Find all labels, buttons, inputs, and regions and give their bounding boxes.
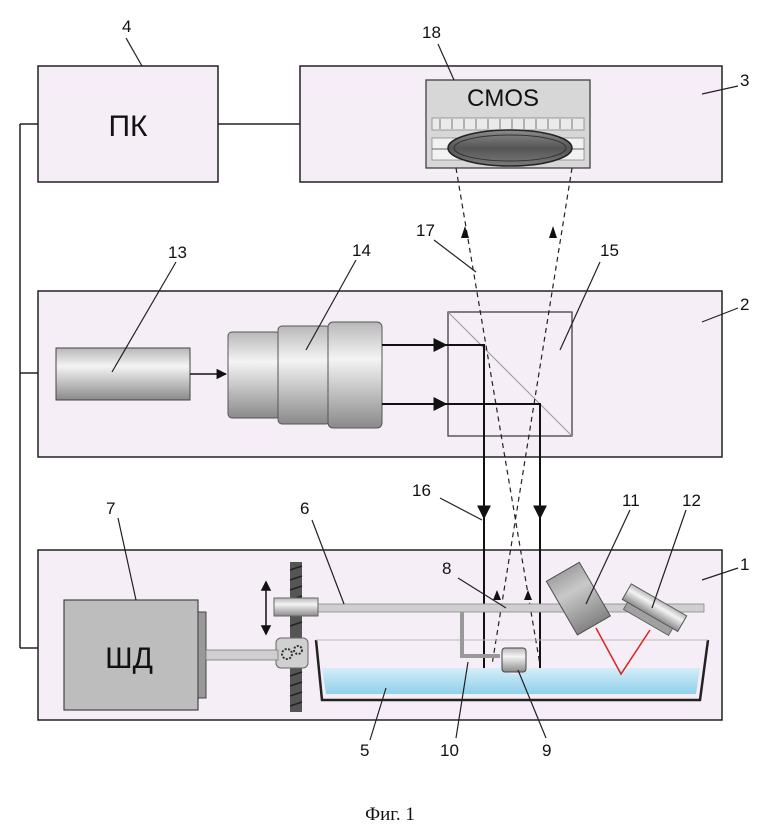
ref-9: 9 — [542, 741, 551, 760]
cmos-label: CMOS — [467, 85, 539, 112]
motor-shaft — [206, 650, 278, 660]
ref-6: 6 — [300, 499, 309, 518]
motor-label: ШД — [105, 642, 153, 675]
beam-splitter — [448, 312, 572, 436]
ref-8: 8 — [442, 559, 451, 578]
ref-10: 10 — [440, 741, 459, 760]
ref-1: 1 — [740, 555, 749, 574]
ref-17: 17 — [416, 221, 435, 240]
lead-screw — [290, 562, 302, 712]
ref-7: 7 — [106, 499, 115, 518]
sample — [502, 648, 526, 672]
ref-3: 3 — [740, 71, 749, 90]
ref-12: 12 — [682, 491, 701, 510]
ref-15: 15 — [600, 241, 619, 260]
pc-label: ПК — [108, 110, 148, 143]
light-source — [56, 348, 190, 400]
ref-13: 13 — [168, 243, 187, 262]
carriage — [274, 598, 318, 616]
figure-caption: Фиг. 1 — [365, 804, 415, 825]
ref-4: 4 — [122, 17, 131, 36]
ref-2: 2 — [740, 295, 749, 314]
ref-16: 16 — [412, 481, 431, 500]
ref-5: 5 — [360, 741, 369, 760]
control-bus — [20, 124, 38, 648]
ref-11: 11 — [622, 491, 640, 510]
ref-14: 14 — [352, 241, 371, 260]
collimator — [228, 322, 382, 428]
ref-18: 18 — [422, 23, 441, 42]
